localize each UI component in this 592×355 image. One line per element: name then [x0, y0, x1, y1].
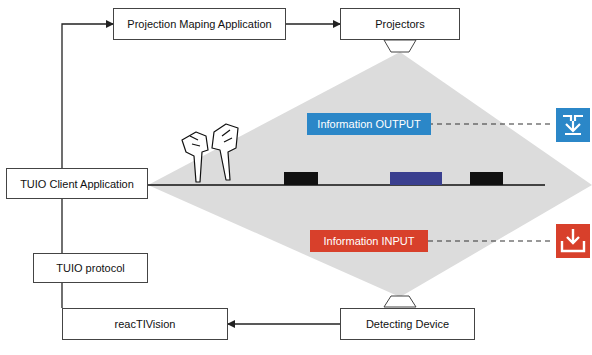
- process-box: Projectors: [340, 8, 460, 40]
- connector: [286, 23, 340, 24]
- projector-lens: [384, 40, 416, 52]
- output-icon: [556, 108, 590, 142]
- process-box: TUIO Client Application: [6, 168, 148, 199]
- box-label: TUIO protocol: [50, 262, 130, 274]
- process-box: reacTIVision: [62, 308, 228, 340]
- box-label: Projectors: [369, 18, 431, 30]
- leader-line: [428, 240, 554, 241]
- process-box: TUIO protocol: [33, 253, 148, 283]
- tangible-object: [390, 172, 442, 185]
- box-label: Projection Maping Application: [121, 18, 277, 30]
- detection-beam: [148, 185, 592, 297]
- tangible-object: [470, 172, 503, 185]
- connector: [228, 323, 340, 324]
- process-box: Detecting Device: [340, 308, 475, 340]
- info-label-box: Information OUTPUT: [307, 113, 430, 135]
- pointing-hands: [182, 124, 238, 182]
- box-label: Information INPUT: [317, 235, 420, 247]
- box-label: Information OUTPUT: [311, 118, 426, 130]
- connector: [62, 24, 113, 168]
- info-label-box: Information INPUT: [310, 230, 428, 252]
- connector: [61, 199, 62, 253]
- input-icon: [556, 224, 590, 258]
- projection-beam: [148, 52, 592, 185]
- tangible-object: [284, 172, 318, 185]
- camera-lens: [384, 296, 416, 307]
- connector: [61, 283, 62, 308]
- leader-line: [428, 123, 554, 124]
- box-label: Detecting Device: [360, 318, 455, 330]
- box-label: TUIO Client Application: [14, 178, 140, 190]
- box-label: reacTIVision: [109, 318, 182, 330]
- process-box: Projection Maping Application: [113, 8, 286, 40]
